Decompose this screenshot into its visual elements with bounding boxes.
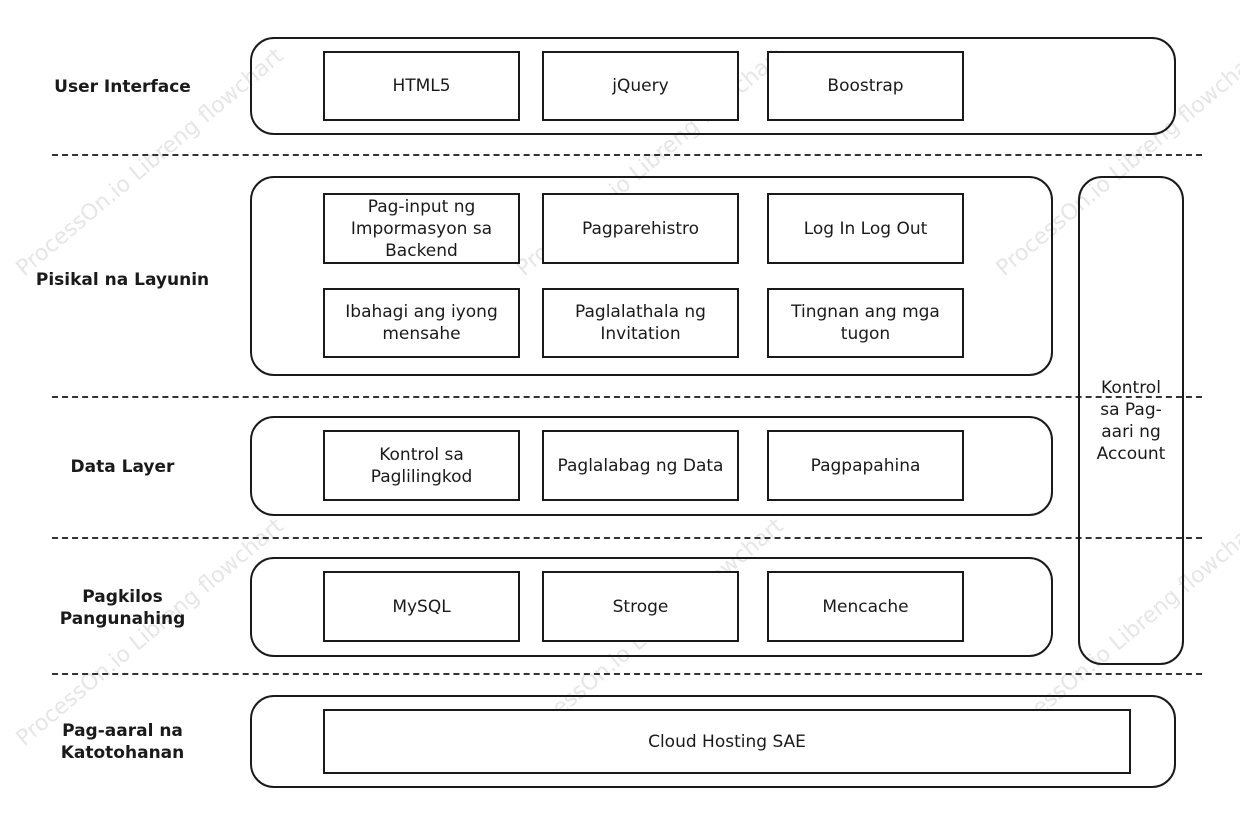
node-stroge: Stroge <box>542 571 739 642</box>
node-log-in-log-out: Log In Log Out <box>767 193 964 264</box>
node-tingnan-tugon: Tingnan ang mga tugon <box>767 288 964 358</box>
node-html5: HTML5 <box>323 51 520 121</box>
layer-divider <box>52 537 1202 539</box>
group-data-layer <box>250 416 1053 516</box>
layer-divider <box>52 154 1202 156</box>
node-kontrol-paglilingkod: Kontrol sa Paglilingkod <box>323 430 520 501</box>
node-pagparehistro: Pagparehistro <box>542 193 739 264</box>
layer-label-data-layer: Data Layer <box>70 457 175 477</box>
group-user-interface <box>250 37 1176 135</box>
layer-label-pag-aaral-na-katotohanan: Pag-aaral na Katotohanan <box>60 721 185 763</box>
node-jquery: jQuery <box>542 51 739 121</box>
group-pag-aaral-na-katotohanan <box>250 695 1176 788</box>
group-pisikal-na-layunin <box>250 176 1053 376</box>
layer-divider <box>52 396 1202 398</box>
node-mysql: MySQL <box>323 571 520 642</box>
group-pagkilos-pangunahing <box>250 557 1053 657</box>
node-cloud-hosting-sae: Cloud Hosting SAE <box>323 709 1131 774</box>
layer-divider <box>52 673 1202 675</box>
layer-label-user-interface: User Interface <box>54 77 191 97</box>
layer-label-pagkilos-pangunahing: Pagkilos Pangunahing <box>59 587 186 629</box>
node-kontrol-pag-aari-account: Kontrol sa Pag-aari ng Account <box>1078 176 1184 665</box>
node-mencache: Mencache <box>767 571 964 642</box>
node-paglalathala-invitation: Paglalathala ng Invitation <box>542 288 739 358</box>
node-pag-input-backend: Pag-input ng Impormasyon sa Backend <box>323 193 520 264</box>
layer-label-pisikal-na-layunin: Pisikal na Layunin <box>35 270 210 290</box>
node-pagpapahina: Pagpapahina <box>767 430 964 501</box>
node-boostrap: Boostrap <box>767 51 964 121</box>
node-paglalabag-data: Paglalabag ng Data <box>542 430 739 501</box>
node-ibahagi-mensahe: Ibahagi ang iyong mensahe <box>323 288 520 358</box>
watermark: ProcessOn.io Libreng flowchart <box>11 513 289 752</box>
